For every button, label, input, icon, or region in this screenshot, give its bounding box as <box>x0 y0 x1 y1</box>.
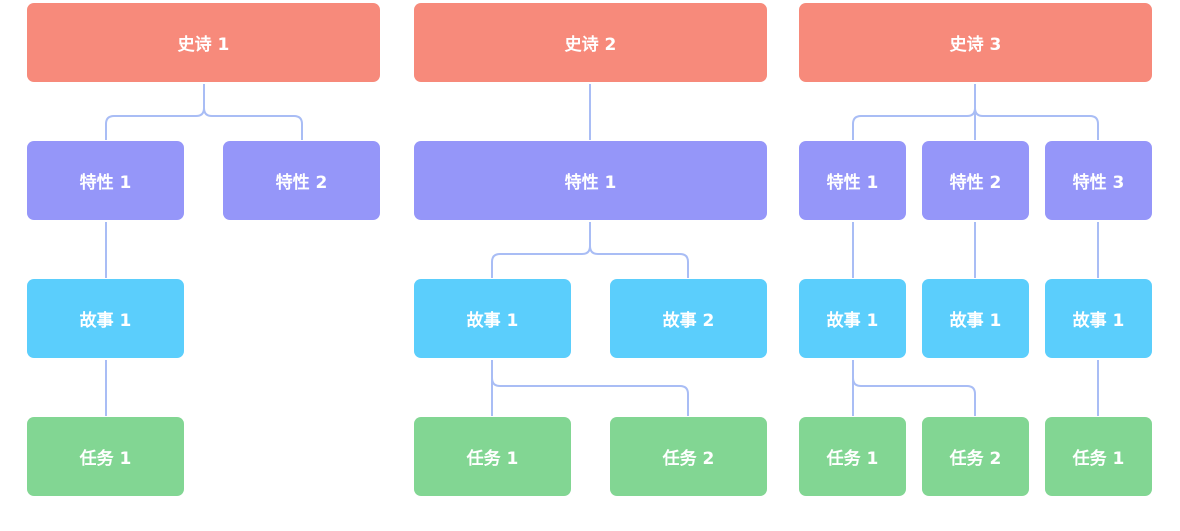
node-label: 故事 1 <box>826 311 879 331</box>
c2-story-2-node[interactable]: 故事 2 <box>610 279 767 358</box>
node-label: 故事 2 <box>662 311 715 331</box>
c3-task-1-node[interactable]: 任务 1 <box>799 417 906 496</box>
node-label: 任务 1 <box>826 449 879 469</box>
node-label: 故事 1 <box>79 311 132 331</box>
c3-feature-3-node[interactable]: 特性 3 <box>1045 141 1152 220</box>
epic-3-node[interactable]: 史诗 3 <box>799 3 1152 82</box>
connector-epic3-features <box>852 84 1099 140</box>
c3-task-3-node[interactable]: 任务 1 <box>1045 417 1152 496</box>
node-label: 史诗 3 <box>949 35 1002 55</box>
node-label: 故事 1 <box>466 311 519 331</box>
c3-story-1-node[interactable]: 故事 1 <box>799 279 906 358</box>
c3-feature-2-node[interactable]: 特性 2 <box>922 141 1029 220</box>
c3-story-3-node[interactable]: 故事 1 <box>1045 279 1152 358</box>
connector-c2-feature1-stories <box>491 222 689 278</box>
node-label: 特性 1 <box>826 173 879 193</box>
node-label: 故事 1 <box>949 311 1002 331</box>
epic-1-node[interactable]: 史诗 1 <box>27 3 380 82</box>
node-label: 任务 2 <box>949 449 1002 469</box>
c2-task-2-node[interactable]: 任务 2 <box>610 417 767 496</box>
connector-epic1-features <box>105 84 303 140</box>
c2-task-1-node[interactable]: 任务 1 <box>414 417 571 496</box>
connector-c3-story1-tasks <box>852 360 976 416</box>
c3-task-2-node[interactable]: 任务 2 <box>922 417 1029 496</box>
node-label: 特性 2 <box>275 173 328 193</box>
node-label: 特性 1 <box>564 173 617 193</box>
node-label: 任务 1 <box>466 449 519 469</box>
node-label: 史诗 1 <box>177 35 230 55</box>
c2-feature-1-node[interactable]: 特性 1 <box>414 141 767 220</box>
c2-story-1-node[interactable]: 故事 1 <box>414 279 571 358</box>
c3-feature-1-node[interactable]: 特性 1 <box>799 141 906 220</box>
node-label: 史诗 2 <box>564 35 617 55</box>
c1-feature-1-node[interactable]: 特性 1 <box>27 141 184 220</box>
node-label: 特性 3 <box>1072 173 1125 193</box>
c1-story-1-node[interactable]: 故事 1 <box>27 279 184 358</box>
c1-feature-2-node[interactable]: 特性 2 <box>223 141 380 220</box>
node-label: 任务 1 <box>79 449 132 469</box>
node-label: 任务 2 <box>662 449 715 469</box>
c3-story-2-node[interactable]: 故事 1 <box>922 279 1029 358</box>
connector-c2-story1-tasks <box>491 360 689 416</box>
node-label: 特性 1 <box>79 173 132 193</box>
c1-task-1-node[interactable]: 任务 1 <box>27 417 184 496</box>
node-label: 任务 1 <box>1072 449 1125 469</box>
node-label: 特性 2 <box>949 173 1002 193</box>
node-label: 故事 1 <box>1072 311 1125 331</box>
epic-2-node[interactable]: 史诗 2 <box>414 3 767 82</box>
